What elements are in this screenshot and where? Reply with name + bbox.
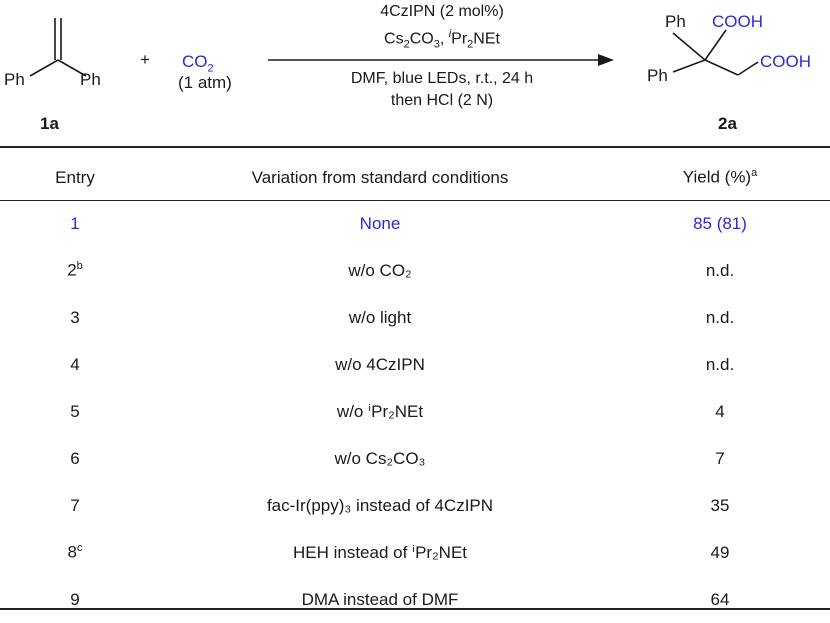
yield-cell: n.d. — [705, 354, 735, 374]
yield-cell: 7 — [715, 448, 725, 468]
variation-cell: fac-Ir(ppy)₃ instead of 4CzIPN — [266, 495, 494, 515]
yield-cell: n.d. — [705, 307, 735, 327]
table-row: 4 w/o 4CzIPN n.d. — [0, 341, 830, 388]
product-cooh-bottom: COOH — [760, 52, 811, 71]
condition-catalyst: 4CzIPN (2 mol%) — [380, 3, 504, 20]
product-ph-bottom: Ph — [647, 66, 668, 85]
header-entry: Entry — [55, 167, 95, 187]
yield-cell: 64 — [710, 589, 730, 609]
table-row: 1 None 85 (81) — [0, 200, 830, 247]
yield-cell: 4 — [715, 401, 725, 421]
entry-cell: 1 — [70, 213, 80, 233]
header-variation: Variation from standard conditions — [251, 167, 509, 187]
results-table: Entry Variation from standard conditions… — [0, 155, 830, 623]
table-row: 3 w/o light n.d. — [0, 294, 830, 341]
reactant-ph-right: Ph — [80, 70, 101, 89]
product-cooh-top: COOH — [712, 12, 763, 31]
product-ph-top: Ph — [665, 12, 686, 31]
entry-cell: 2b — [67, 260, 83, 280]
entry-cell: 5 — [70, 401, 80, 421]
header-rule — [0, 200, 830, 201]
table-row: 9 DMA instead of DMF 64 — [0, 576, 830, 623]
yield-cell: 35 — [710, 495, 730, 515]
variation-cell: None — [359, 213, 401, 233]
co2-pressure: (1 atm) — [178, 73, 232, 92]
variation-cell: w/o Cs₂CO₃ — [334, 448, 426, 468]
condition-bases: Cs2CO3, iPr2NEt — [384, 28, 500, 51]
table-row: 7 fac-Ir(ppy)₃ instead of 4CzIPN 35 — [0, 482, 830, 529]
reactant-label: 1a — [40, 114, 59, 133]
table-row: 2b w/o CO₂ n.d. — [0, 247, 830, 294]
variation-cell: HEH instead of ⁱPr₂NEt — [292, 542, 468, 562]
entry-cell: 7 — [70, 495, 80, 515]
product-label: 2a — [718, 114, 737, 133]
reaction-scheme: Ph Ph 1a + CO2 (1 atm) 4CzIPN (2 mol%) C… — [0, 0, 830, 145]
entry-cell: 3 — [70, 307, 80, 327]
table-row: 5 w/o ⁱPr₂NEt 4 — [0, 388, 830, 435]
variation-cell: w/o light — [348, 307, 412, 327]
plus-sign: + — [140, 50, 150, 69]
entry-cell: 9 — [70, 589, 80, 609]
table-row: 6 w/o Cs₂CO₃ 7 — [0, 435, 830, 482]
table-header-row: Entry Variation from standard conditions… — [0, 155, 830, 200]
condition-solvent-light: DMF, blue LEDs, r.t., 24 h — [350, 70, 534, 87]
yield-cell: 85 (81) — [693, 213, 747, 233]
variation-cell: w/o ⁱPr₂NEt — [336, 401, 424, 421]
variation-cell: w/o 4CzIPN — [335, 354, 425, 374]
table-row: 8c HEH instead of ⁱPr₂NEt 49 — [0, 529, 830, 576]
yield-cell: n.d. — [705, 260, 735, 280]
bottom-rule — [0, 608, 830, 610]
yield-cell: 49 — [710, 542, 730, 562]
entry-cell: 4 — [70, 354, 80, 374]
reactant-ph-left: Ph — [4, 70, 25, 89]
reactant-structure — [29, 18, 87, 77]
entry-cell: 6 — [70, 448, 80, 468]
structure-drawings — [29, 18, 759, 77]
header-yield: Yield (%)a — [682, 167, 758, 187]
reaction-arrow — [268, 54, 614, 66]
product-structure — [672, 29, 759, 76]
condition-workup: then HCl (2 N) — [390, 92, 494, 109]
variation-cell: w/o CO₂ — [348, 260, 412, 280]
co2-label: CO2 — [182, 52, 214, 75]
top-rule — [0, 146, 830, 148]
variation-cell: DMA instead of DMF — [301, 589, 459, 609]
entry-cell: 8c — [67, 542, 83, 562]
